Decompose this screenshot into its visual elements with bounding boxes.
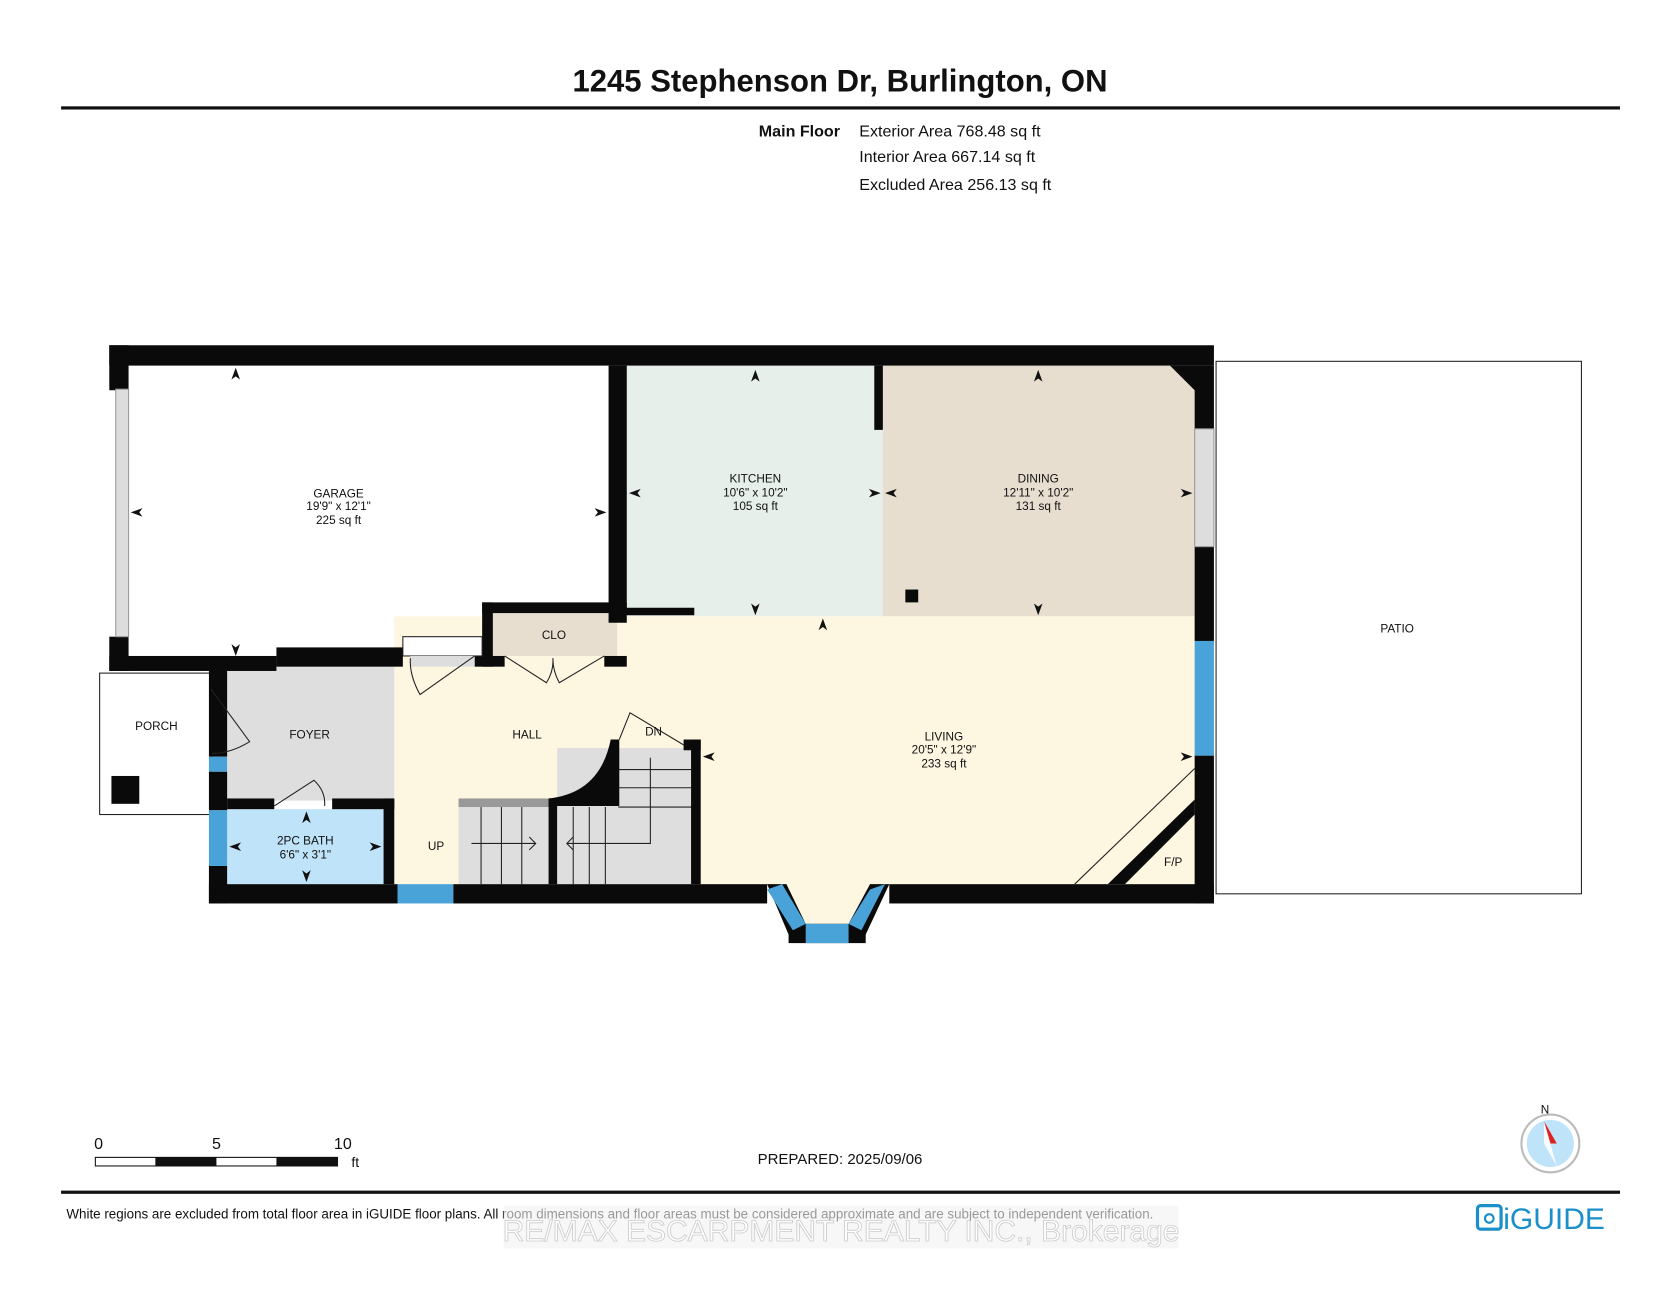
scale-bar: 0 5 10 ft: [94, 1135, 359, 1170]
scale-tick-0: 0: [94, 1135, 103, 1153]
watermark: RE/MAX ESCARPMENT REALTY INC., Brokerage: [503, 1215, 1180, 1248]
kitchen-dims: 10'6" x 10'2": [723, 486, 788, 499]
floor-label: Main Floor: [759, 122, 840, 140]
closet-floor: [492, 613, 618, 656]
stair-treads: [471, 757, 693, 885]
living-name: LIVING: [925, 731, 964, 744]
dining-floor: [882, 365, 1195, 617]
footer-divider: [61, 1190, 1621, 1194]
living-dims: 20'5" x 12'9": [912, 743, 977, 756]
bath-name: 2PC BATH: [277, 835, 334, 848]
page-title: 1245 Stephenson Dr, Burlington, ON: [572, 63, 1107, 98]
stairs-down: [557, 748, 693, 885]
patio-label: PATIO: [1380, 622, 1414, 635]
exterior-area: Exterior Area 768.48 sq ft: [859, 122, 1041, 140]
excluded-area: Excluded Area 256.13 sq ft: [859, 176, 1052, 194]
closet-label: CLO: [542, 629, 566, 642]
dining-area: 131 sq ft: [1016, 500, 1062, 513]
porch-label: PORCH: [135, 720, 178, 733]
stairs-up: [458, 798, 549, 885]
kitchen-area: 105 sq ft: [733, 500, 779, 513]
fireplace-hearth: [1074, 768, 1196, 885]
dining-name: DINING: [1018, 472, 1059, 485]
iguide-logo-text: iGUIDE: [1503, 1203, 1605, 1236]
doors: [210, 636, 684, 807]
prepared-date: PREPARED: 2025/09/06: [758, 1151, 923, 1168]
dimension-arrows: [130, 367, 1193, 883]
stairs-down-label: DN: [645, 725, 662, 738]
scale-tick-10: 10: [334, 1135, 352, 1153]
stairs-up-label: UP: [428, 840, 444, 853]
garage-name: GARAGE: [313, 487, 363, 500]
bath-floor: [227, 809, 384, 885]
kitchen-name: KITCHEN: [730, 472, 782, 485]
scale-tick-5: 5: [212, 1135, 221, 1153]
kitchen-floor: [626, 365, 884, 617]
header-divider: [61, 106, 1621, 110]
watermark-bg: [503, 1205, 1179, 1249]
compass-north-label: N: [1541, 1103, 1550, 1116]
windows: [115, 388, 1215, 944]
stair-landing: [458, 798, 549, 808]
foyer-label: FOYER: [289, 728, 330, 741]
iguide-logo: iGUIDE: [1475, 1203, 1605, 1236]
patio-area: [1215, 360, 1582, 895]
scale-unit: ft: [351, 1154, 359, 1170]
foyer-floor: [227, 666, 395, 801]
garage-area: 225 sq ft: [316, 514, 362, 527]
compass-icon: N: [1520, 1103, 1581, 1174]
dining-dims: 12'11" x 10'2": [1003, 486, 1073, 499]
garage-dims: 19'9" x 12'1": [306, 500, 371, 513]
fireplace-label: F/P: [1164, 856, 1182, 869]
hall-label: HALL: [512, 728, 542, 741]
room-labels: GARAGE 19'9" x 12'1" 225 sq ft KITCHEN 1…: [135, 472, 1414, 869]
bath-dims: 6'6" x 3'1": [280, 848, 331, 861]
living-area: 233 sq ft: [921, 757, 967, 770]
interior-area: Interior Area 667.14 sq ft: [859, 148, 1035, 166]
